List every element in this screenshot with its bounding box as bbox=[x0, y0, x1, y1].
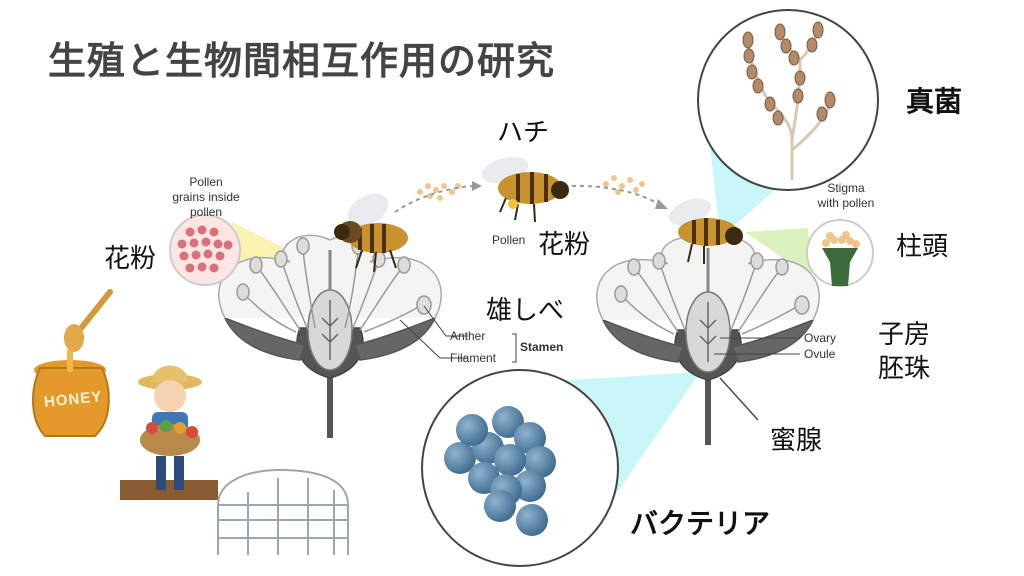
flight-arrow-left bbox=[394, 185, 473, 213]
pollen-grains-circle bbox=[169, 214, 241, 286]
right-flower bbox=[596, 236, 820, 445]
label-ovule: 胚珠 bbox=[878, 354, 931, 384]
annotation-filament: Filament bbox=[450, 351, 497, 365]
label-fungus: 真菌 bbox=[906, 85, 963, 118]
pollen-trail-right bbox=[603, 175, 645, 195]
annotation-ovule: Ovule bbox=[804, 347, 836, 361]
annotation-stigma-line1: Stigma bbox=[827, 181, 865, 195]
label-bee: ハチ bbox=[497, 118, 550, 148]
annotation-ovary: Ovary bbox=[804, 331, 837, 345]
honey-pot bbox=[32, 289, 113, 437]
label-ovary: 子房 bbox=[878, 320, 931, 350]
label-pollen-left: 花粉 bbox=[104, 244, 157, 274]
bee-left bbox=[334, 193, 408, 273]
arrowhead-left bbox=[472, 181, 482, 191]
bacteria-circle bbox=[421, 369, 619, 567]
annotation-stigma: Stigma with pollen bbox=[806, 182, 886, 209]
annotation-pollen-grains-line3: pollen bbox=[189, 205, 223, 219]
pointer-lines bbox=[399, 305, 800, 421]
stigma-circle bbox=[806, 219, 874, 287]
bee-right bbox=[668, 198, 743, 264]
pollen-trail-left bbox=[417, 183, 461, 201]
label-stigma: 柱頭 bbox=[896, 232, 949, 262]
page-title: 生殖と生物間相互作用の研究 bbox=[48, 39, 556, 83]
label-pollen-mid: 花粉 bbox=[538, 230, 591, 260]
label-nectary: 蜜腺 bbox=[770, 426, 823, 456]
left-flower bbox=[218, 234, 442, 438]
annotation-pollen-grains: Pollen grains inside pollen bbox=[170, 176, 242, 218]
farmer bbox=[120, 365, 218, 500]
greenhouse bbox=[217, 468, 349, 555]
flight-arrow-right bbox=[571, 184, 661, 206]
fungus-circle bbox=[697, 9, 879, 191]
annotation-pollen: Pollen bbox=[492, 233, 526, 247]
label-bacteria: バクテリア bbox=[630, 507, 771, 540]
annotation-pollen-grains-line1: Pollen bbox=[189, 175, 223, 189]
annotation-stamen: Stamen bbox=[520, 340, 564, 354]
annotation-pollen-grains-line2: grains inside bbox=[172, 190, 240, 204]
annotation-anther: Anther bbox=[450, 329, 486, 343]
arrowhead-right bbox=[655, 199, 668, 209]
label-stamen: 雄しべ bbox=[486, 296, 565, 326]
bee-center bbox=[481, 156, 569, 223]
annotation-stigma-line2: with pollen bbox=[817, 196, 875, 210]
